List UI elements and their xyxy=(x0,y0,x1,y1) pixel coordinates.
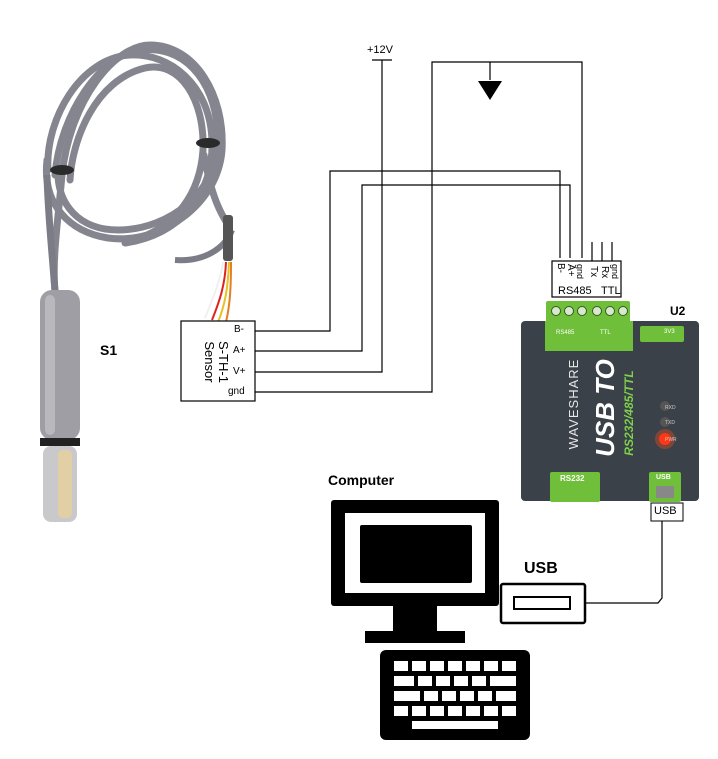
computer-icon xyxy=(331,500,530,740)
led-label-rxd: RXD xyxy=(665,405,676,411)
computer-label: Computer xyxy=(328,472,395,488)
usb-converter-photo xyxy=(521,301,699,502)
ground-symbol xyxy=(478,81,502,100)
sensor-box xyxy=(180,320,256,402)
sensor-title: S-TH-1 Sensor xyxy=(198,326,231,398)
sensor-probe-photo xyxy=(40,41,235,522)
ttl-label: TTL xyxy=(601,285,621,297)
usb-tag-label: USB xyxy=(654,505,677,517)
sensor-pin-b-minus: B- xyxy=(234,324,244,335)
sensor-ref-label: S1 xyxy=(100,342,118,358)
sensor-pin-gnd: gnd xyxy=(228,386,245,397)
sensor-pin-v-plus: V+ xyxy=(233,366,246,377)
port-usb-print: USB xyxy=(656,474,671,481)
sensor-pin-a-plus: A+ xyxy=(233,345,246,356)
wires xyxy=(255,59,663,604)
ttl-pin-gnd: gnd xyxy=(610,264,620,280)
usb-tag-box xyxy=(650,502,684,522)
sensor-title-line2: Sensor xyxy=(202,341,217,383)
product-line1-print: USB TO xyxy=(590,359,620,457)
terminal-ttl-print: TTL xyxy=(600,330,611,336)
usb-plug-icon xyxy=(499,582,587,625)
switch-print: 3V3 xyxy=(664,329,675,335)
power-label: +12V xyxy=(367,44,393,56)
brand-print: WAVESHARE xyxy=(566,358,581,450)
led-label-txd: TXD xyxy=(665,420,675,426)
led-label-pwr: PWR xyxy=(665,437,677,443)
computer-usb-label: USB xyxy=(524,560,558,577)
rs485-pin-gnd: gnd xyxy=(575,264,585,280)
product-line2-print: RS232/485/TTL xyxy=(622,370,636,456)
rs485-label: RS485 xyxy=(558,285,592,297)
port-rs232-print: RS232 xyxy=(560,474,585,483)
terminal-rs485-print: RS485 xyxy=(556,330,575,336)
keyboard-keys xyxy=(394,661,516,729)
converter-ref-label: U2 xyxy=(670,304,686,318)
